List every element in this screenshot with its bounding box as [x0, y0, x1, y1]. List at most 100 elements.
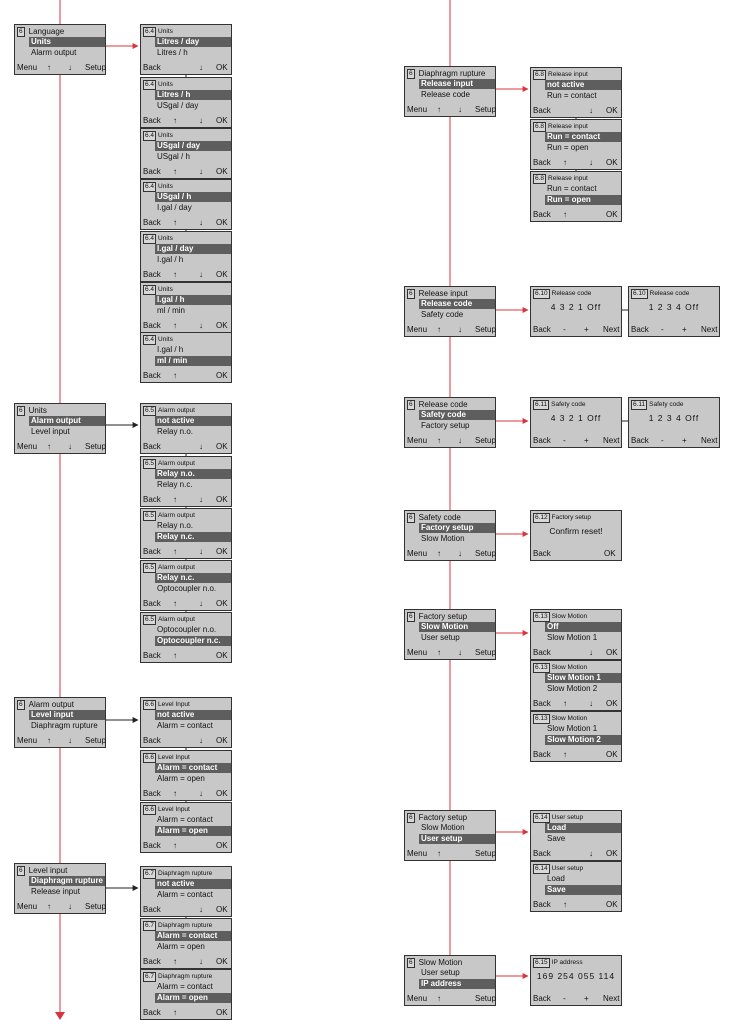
softkey-label[interactable]: Next	[603, 436, 620, 445]
softkey-label[interactable]: +	[682, 436, 687, 445]
softkey-label[interactable]: OK	[216, 1008, 228, 1017]
softkey-label[interactable]: +	[584, 436, 589, 445]
softkey-label[interactable]: Setup	[85, 736, 106, 745]
menu-option[interactable]: Run = open	[547, 143, 589, 152]
softkey-label[interactable]: OK	[216, 905, 228, 914]
softkey-label[interactable]: ↑	[173, 321, 177, 330]
softkey-label[interactable]: OK	[216, 321, 228, 330]
softkey-label[interactable]: ↓	[458, 105, 462, 114]
menu-option[interactable]: I.gal / day	[157, 203, 192, 212]
softkey-label[interactable]: Setup	[475, 549, 496, 558]
softkey-label[interactable]: ↓	[589, 699, 593, 708]
softkey-label[interactable]: ↓	[199, 116, 203, 125]
softkey-label[interactable]: -	[563, 436, 566, 445]
selected-option[interactable]: Diaphragm rupture	[29, 876, 105, 886]
softkey-label[interactable]: OK	[216, 789, 228, 798]
softkey-label[interactable]: Next	[701, 436, 718, 445]
selected-option[interactable]: USgal / h	[155, 192, 231, 202]
menu-option[interactable]: Optocoupler n.o.	[157, 584, 217, 593]
softkey-label[interactable]: ↑	[173, 547, 177, 556]
softkey-label[interactable]: OK	[606, 750, 618, 759]
softkey-label[interactable]: Setup	[85, 442, 106, 451]
softkey-label[interactable]: ↓	[199, 321, 203, 330]
menu-option[interactable]: USgal / h	[157, 152, 190, 161]
menu-option[interactable]: Alarm output	[31, 48, 77, 57]
softkey-label[interactable]: OK	[606, 106, 618, 115]
selected-option[interactable]: Slow Motion	[419, 622, 495, 632]
menu-option[interactable]: Relay n.o.	[157, 427, 194, 436]
menu-option[interactable]: Slow Motion	[421, 534, 465, 543]
selected-option[interactable]: User setup	[419, 834, 495, 844]
softkey-label[interactable]: OK	[216, 599, 228, 608]
softkey-label[interactable]: Back	[143, 736, 161, 745]
softkey-label[interactable]: Next	[701, 325, 718, 334]
softkey-label[interactable]: Menu	[17, 902, 38, 911]
selected-option[interactable]: Release input	[419, 79, 495, 89]
softkey-label[interactable]: ↓	[68, 736, 72, 745]
softkey-label[interactable]: ↓	[199, 736, 203, 745]
softkey-label[interactable]: OK	[216, 167, 228, 176]
softkey-label[interactable]: ↑	[437, 648, 441, 657]
softkey-label[interactable]: OK	[216, 841, 228, 850]
softkey-label[interactable]: Setup	[475, 105, 496, 114]
softkey-label[interactable]: ↑	[47, 736, 51, 745]
menu-option[interactable]: Alarm = contact	[157, 890, 213, 899]
softkey-label[interactable]: OK	[606, 648, 618, 657]
softkey-label[interactable]: OK	[216, 270, 228, 279]
softkey-label[interactable]: +	[682, 325, 687, 334]
softkey-label[interactable]: ↓	[589, 106, 593, 115]
selected-option[interactable]: Release code	[419, 299, 495, 309]
menu-option[interactable]: Slow Motion 2	[547, 684, 598, 693]
selected-option[interactable]: Save	[545, 885, 621, 895]
menu-option[interactable]: Alarm = open	[157, 774, 205, 783]
softkey-label[interactable]: Back	[533, 549, 551, 558]
softkey-label[interactable]: Back	[533, 750, 551, 759]
softkey-label[interactable]: Back	[143, 789, 161, 798]
softkey-label[interactable]: Back	[533, 158, 551, 167]
menu-option[interactable]: Load	[547, 874, 565, 883]
softkey-label[interactable]: OK	[606, 849, 618, 858]
softkey-label[interactable]: Back	[143, 495, 161, 504]
softkey-label[interactable]: ↑	[173, 957, 177, 966]
menu-option[interactable]: Slow Motion	[421, 823, 465, 832]
menu-option[interactable]: I.gal / h	[157, 255, 184, 264]
menu-option[interactable]: Optocoupler n.o.	[157, 625, 217, 634]
selected-option[interactable]: Relay n.c.	[155, 532, 231, 542]
selected-option[interactable]: not active	[155, 879, 231, 889]
menu-option[interactable]: ml / min	[157, 306, 185, 315]
menu-option[interactable]: Alarm = contact	[157, 982, 213, 991]
menu-option[interactable]: Slow Motion 1	[547, 724, 598, 733]
softkey-label[interactable]: Setup	[85, 63, 106, 72]
selected-option[interactable]: Units	[29, 37, 105, 47]
softkey-label[interactable]: Back	[143, 841, 161, 850]
menu-option[interactable]: Safety code	[421, 310, 464, 319]
softkey-label[interactable]: Menu	[17, 736, 38, 745]
softkey-label[interactable]: ↓	[199, 63, 203, 72]
selected-option[interactable]: not active	[545, 80, 621, 90]
softkey-label[interactable]: Setup	[475, 648, 496, 657]
softkey-label[interactable]: Menu	[407, 549, 428, 558]
selected-option[interactable]: Off	[545, 622, 621, 632]
softkey-label[interactable]: Next	[603, 325, 620, 334]
selected-option[interactable]: Litres / h	[155, 90, 231, 100]
softkey-label[interactable]: +	[584, 994, 589, 1003]
selected-option[interactable]: Optocoupler n.c.	[155, 636, 231, 646]
selected-option[interactable]: Run = contact	[545, 132, 621, 142]
softkey-label[interactable]: ↑	[173, 495, 177, 504]
selected-option[interactable]: Load	[545, 823, 621, 833]
softkey-label[interactable]: ↑	[173, 218, 177, 227]
selected-option[interactable]: Slow Motion 1	[545, 673, 621, 683]
selected-option[interactable]: not active	[155, 710, 231, 720]
softkey-label[interactable]: ↑	[47, 442, 51, 451]
menu-option[interactable]: Level input	[31, 427, 70, 436]
menu-option[interactable]: User setup	[421, 633, 460, 642]
softkey-label[interactable]: Menu	[17, 63, 38, 72]
softkey-label[interactable]: ↓	[458, 325, 462, 334]
selected-option[interactable]: Alarm = open	[155, 826, 231, 836]
softkey-label[interactable]: Back	[533, 106, 551, 115]
softkey-label[interactable]: ↑	[563, 158, 567, 167]
softkey-label[interactable]: OK	[216, 957, 228, 966]
selected-option[interactable]: ml / min	[155, 356, 231, 366]
softkey-label[interactable]: ↓	[458, 648, 462, 657]
softkey-label[interactable]: ↑	[173, 1008, 177, 1017]
